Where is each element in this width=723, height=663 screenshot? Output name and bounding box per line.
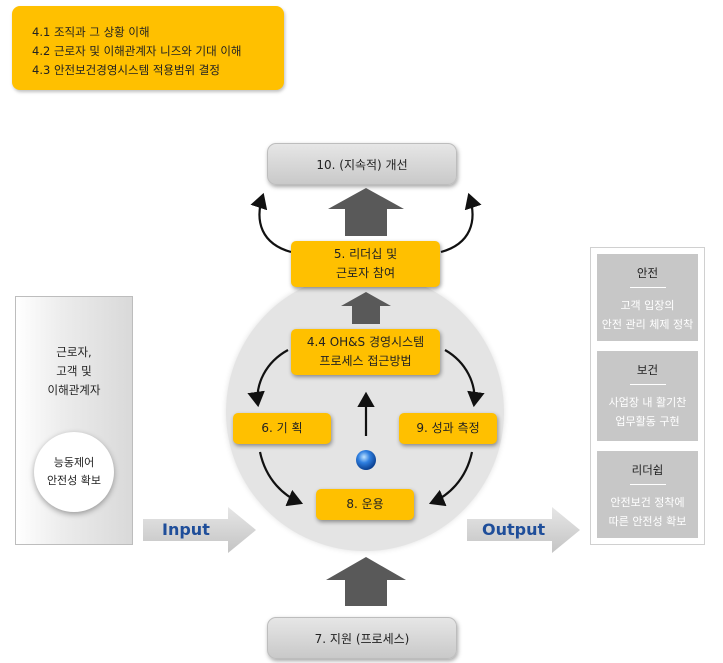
outcome-leadership: 리더쉽 안전보건 정착에 따른 안전성 확보 [597,451,698,538]
performance-label: 9. 성과 측정 [416,421,480,435]
stakeholder-line-1: 근로자, [56,345,92,359]
input-label: Input [162,520,210,539]
divider [629,384,666,385]
stakeholder-line-3: 이해관계자 [47,383,101,397]
operation-label: 8. 운용 [346,497,384,511]
note-line-4-3: 4.3 안전보건경영시스템 적용범위 결정 [32,63,220,77]
curve-arrow-right-up [440,192,482,254]
up-arrow-from-support [326,557,406,606]
outcome-health-desc-1: 사업장 내 활기찬 [608,396,687,409]
arrow-performance-to-operation [428,451,474,507]
arrow-planning-to-operation [258,451,304,507]
outcome-safety: 안전 고객 입장의 안전 관리 체제 정착 [597,254,698,341]
active-control-line-2: 안전성 확보 [46,474,102,487]
leadership-box: 5. 리더십 및 근로자 참여 [291,241,440,287]
divider [629,484,666,485]
center-ball-icon [356,450,376,470]
support-box: 7. 지원 (프로세스) [267,617,457,659]
performance-box: 9. 성과 측정 [399,413,497,444]
support-label: 7. 지원 (프로세스) [314,631,410,646]
outcome-health: 보건 사업장 내 활기찬 업무활동 구현 [597,351,698,441]
planning-box: 6. 기 획 [233,413,331,444]
divider [629,287,666,288]
outcome-safety-title: 안전 [636,266,659,280]
active-control-line-1: 능동제어 [53,456,95,469]
outcome-leadership-title: 리더쉽 [631,463,664,477]
input-arrow [143,507,256,553]
outcome-safety-desc-2: 안전 관리 체제 정착 [601,318,694,331]
process-approach-box: 4.4 OH&S 경영시스템 프로세스 접근방법 [291,329,440,375]
arrow-process-to-performance [444,349,485,408]
improvement-box: 10. (지속적) 개선 [267,143,457,185]
leadership-line-2: 근로자 참여 [335,266,395,280]
outcome-health-title: 보건 [636,363,659,377]
outcome-leadership-desc-2: 따른 안전성 확보 [608,515,687,528]
stakeholder-line-2: 고객 및 [56,364,92,378]
note-line-4-2: 4.2 근로자 및 이해관계자 니즈와 기대 이해 [32,44,242,58]
up-arrow-to-leadership [341,292,391,324]
process-line-2: 프로세스 접근방법 [319,354,412,368]
outcome-leadership-desc-1: 안전보건 정착에 [610,496,685,509]
note-line-4-1: 4.1 조직과 그 상황 이해 [32,25,150,39]
outcome-panel: 안전 고객 입장의 안전 관리 체제 정착 보건 사업장 내 활기찬 업무활동 … [590,247,705,545]
planning-label: 6. 기 획 [261,421,303,435]
curve-arrow-left-up [250,192,292,254]
up-arrow-to-improvement [328,188,404,236]
process-line-1: 4.4 OH&S 경영시스템 [306,335,425,349]
outcome-health-desc-2: 업무활동 구현 [615,415,680,428]
output-arrow [467,507,580,553]
output-label: Output [482,520,546,539]
active-control-circle: 능동제어 안전성 확보 [34,432,114,512]
leadership-line-1: 5. 리더십 및 [333,247,398,261]
arrow-process-to-planning [247,349,289,408]
operation-box: 8. 운용 [316,489,414,520]
scope-note: 4.1 조직과 그 상황 이해 4.2 근로자 및 이해관계자 니즈와 기대 이… [12,6,284,90]
improvement-label: 10. (지속적) 개선 [316,157,408,172]
outcome-safety-desc-1: 고객 입장의 [620,299,675,312]
